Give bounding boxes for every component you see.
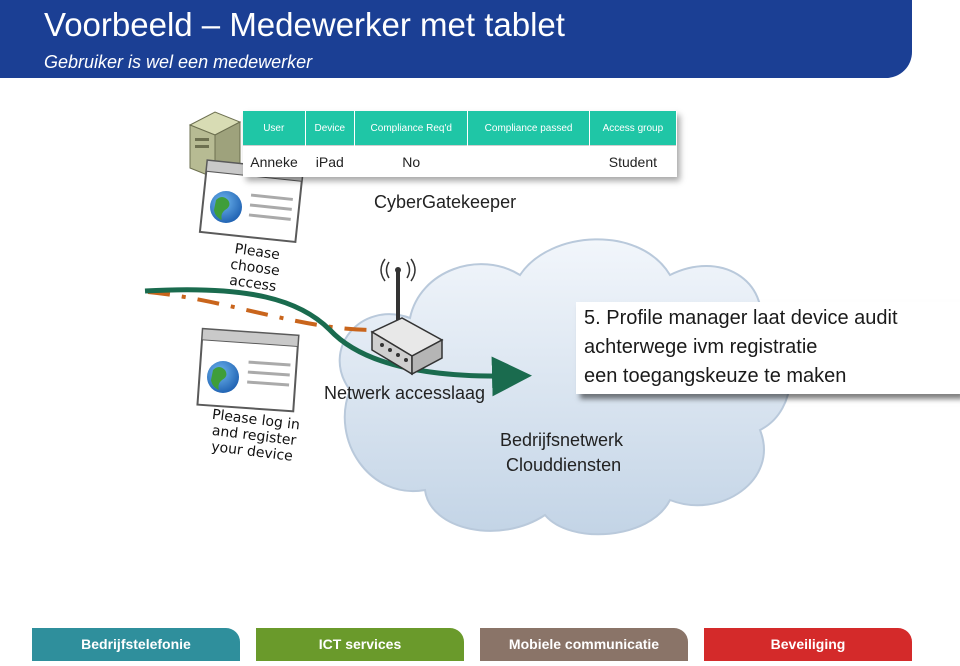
- access-layer-label: Netwerk accesslaag: [324, 383, 486, 403]
- note-line: een toegangskeuze te maken: [584, 365, 847, 387]
- page-subtitle: Gebruiker is wel een medewerker: [44, 52, 313, 72]
- column-header: Access group: [589, 111, 678, 146]
- globe-icon: [210, 191, 242, 223]
- table-cell: Student: [589, 145, 677, 177]
- profile-manager-note: 5. Profile manager laat device audit ach…: [576, 302, 960, 394]
- table-cell: Anneke: [243, 145, 306, 177]
- column-header: Compliance Req'd: [354, 111, 469, 146]
- note-line: 5. Profile manager laat device audit: [584, 307, 898, 329]
- footer-tab-ict-services[interactable]: ICT services: [256, 628, 464, 661]
- title-banner: Voorbeeld – Medewerker met tablet Gebrui…: [0, 0, 912, 78]
- table-cell: No: [354, 145, 468, 177]
- table-row: Anneke iPad No Student: [243, 145, 677, 177]
- table-cell: [467, 145, 590, 177]
- footer-tab-beveiliging[interactable]: Beveiliging: [704, 628, 912, 661]
- wireless-router-icon: [370, 258, 444, 376]
- footer-tab-mobiele-communicatie[interactable]: Mobiele communicatie: [480, 628, 688, 661]
- column-header: User: [243, 111, 306, 146]
- table-header-row: User Device Compliance Req'd Compliance …: [243, 111, 678, 146]
- column-header: Device: [305, 111, 356, 146]
- redirect-path: [147, 290, 376, 332]
- cloud-label-services: Clouddiensten: [506, 455, 622, 475]
- gatekeeper-label: CyberGatekeeper: [374, 192, 517, 212]
- column-header: Compliance passed: [467, 111, 590, 146]
- access-policy-table: User Device Compliance Req'd Compliance …: [243, 111, 678, 177]
- note-line: achterwege ivm registratie: [584, 336, 818, 358]
- footer-tab-bedrijfstelefonie[interactable]: Bedrijfstelefonie: [32, 628, 240, 661]
- table-cell: iPad: [305, 145, 355, 177]
- access-path-arrow: [144, 287, 532, 397]
- globe-icon: [207, 361, 239, 393]
- cloud-label-network: Bedrijfsnetwerk: [500, 430, 624, 450]
- page-title: Voorbeeld – Medewerker met tablet: [44, 6, 565, 43]
